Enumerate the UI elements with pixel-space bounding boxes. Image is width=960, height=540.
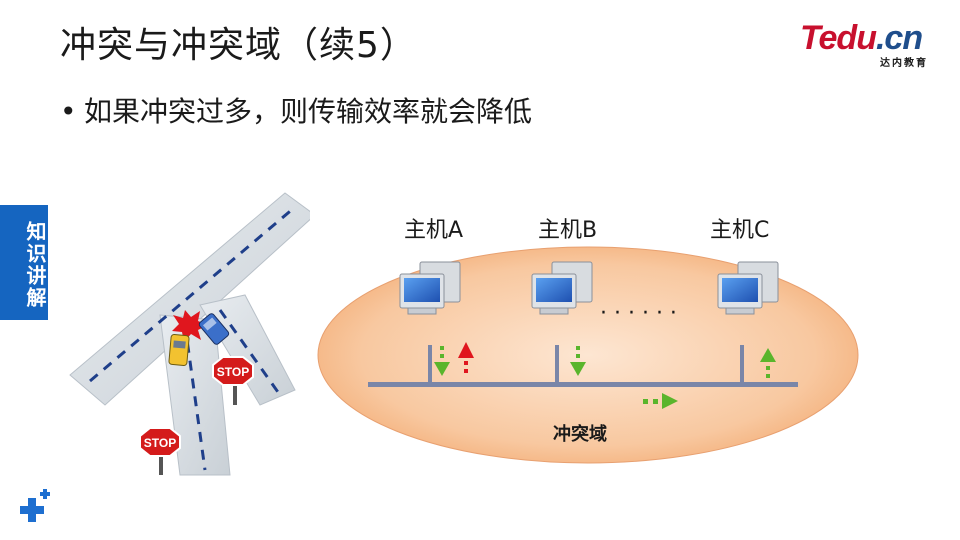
collision-domain-diagram: · · · · · · (317, 246, 859, 464)
right-arrow-icon (643, 393, 678, 409)
up-arrow-icon (760, 348, 776, 378)
logo-wordmark: Tedu.cn (800, 19, 923, 57)
bullet-dot-icon: • (60, 95, 77, 128)
stop-sign-icon: STOP (212, 356, 254, 405)
down-arrow-icon (570, 346, 586, 376)
bus-drop (555, 345, 559, 385)
host-label-c: 主机C (710, 218, 770, 243)
collision-domain-label: 冲突域 (553, 424, 607, 445)
tedu-logo: Tedu.cn 达内教育 (800, 19, 940, 69)
computer-icon (399, 261, 461, 315)
down-arrow-icon (434, 346, 450, 376)
computer-icon (531, 261, 593, 315)
bullet-item: •如果冲突过多，则传输效率就会降低 (60, 90, 532, 130)
bullet-text: 如果冲突过多，则传输效率就会降低 (84, 95, 533, 128)
road-intersection-icon: STOP STOP (69, 192, 310, 476)
page-title: 冲突与冲突域（续5） (60, 25, 417, 66)
bus-drop (740, 345, 744, 385)
stop-sign-text: STOP (217, 365, 249, 379)
plus-icon (20, 489, 50, 522)
ethernet-bus (368, 382, 798, 387)
host-label-a: 主机A (404, 218, 464, 243)
up-arrow-icon (458, 342, 474, 373)
bus-drop (428, 345, 432, 385)
car-crash-icon (168, 310, 230, 366)
logo-subtitle: 达内教育 (880, 58, 928, 69)
section-tab: 知识讲解 (0, 205, 48, 320)
stop-sign-icon: STOP (139, 427, 181, 475)
host-label-b: 主机B (538, 218, 598, 243)
computer-icon (717, 261, 779, 315)
stop-sign-text: STOP (144, 436, 176, 450)
more-hosts-ellipsis: · · · · · · (600, 301, 677, 326)
